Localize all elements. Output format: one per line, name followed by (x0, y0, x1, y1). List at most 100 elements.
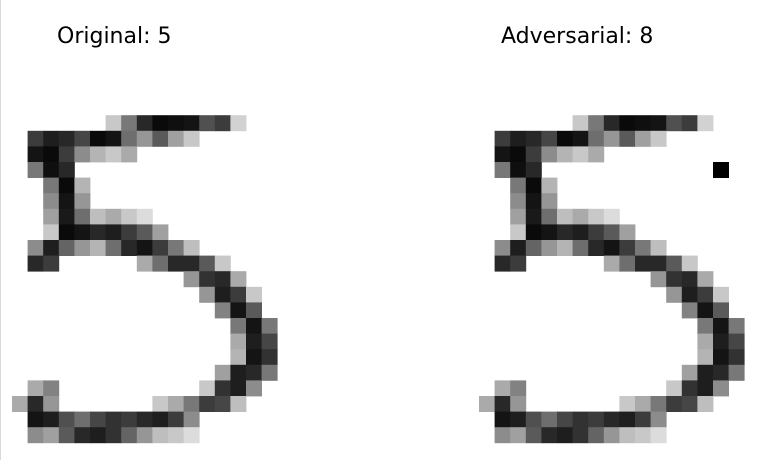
digit-pixel (510, 146, 527, 163)
digit-pixel (510, 255, 527, 272)
digit-pixel (121, 224, 138, 241)
digit-pixel (697, 396, 714, 412)
digit-pixel (619, 240, 636, 256)
digit-pixel (246, 380, 262, 397)
digit-pixel (494, 427, 511, 444)
digit-pixel (230, 333, 247, 350)
digit-pixel (697, 302, 714, 319)
digit-pixel (152, 115, 169, 132)
digit-pixel (494, 255, 511, 272)
digit-pixel (230, 396, 247, 412)
digit-pixel (246, 349, 262, 366)
digit-pixel (572, 240, 589, 256)
digit-pixel (152, 411, 169, 428)
digit-pixel (58, 130, 75, 147)
digit-pixel (136, 427, 153, 444)
digit-pixel (230, 380, 247, 397)
digit-pixel (541, 224, 558, 241)
digit-pixel (105, 208, 122, 225)
digit-pixel (74, 193, 91, 210)
digit-pixel (666, 255, 683, 272)
digit-pixel (58, 427, 75, 444)
digit-pixel (494, 130, 511, 147)
digit-pixel (152, 396, 169, 412)
digit-pixel (214, 302, 231, 319)
digit-pixel (105, 240, 122, 256)
digit-pixel (713, 302, 729, 319)
digit-pixel (557, 130, 573, 147)
digit-pixel (90, 224, 106, 241)
digit-pixel (525, 427, 542, 444)
digit-pixel (666, 286, 683, 303)
digit-pixel (121, 411, 138, 428)
original-title: Original: 5 (57, 24, 172, 49)
digit-pixel (58, 411, 75, 428)
digit-pixel (713, 318, 729, 334)
digit-pixel (635, 427, 651, 444)
digit-pixel (183, 115, 200, 132)
original-digit-image (12, 115, 278, 444)
digit-pixel (74, 427, 91, 444)
digit-pixel (183, 396, 200, 412)
digit-pixel (681, 271, 698, 288)
digit-pixel (74, 240, 91, 256)
digit-pixel (525, 177, 542, 194)
digit-pixel (105, 115, 122, 132)
digit-pixel (681, 364, 698, 381)
digit-pixel (588, 130, 605, 147)
digit-pixel (728, 349, 745, 366)
digit-pixel (58, 224, 75, 241)
digit-pixel (261, 364, 278, 381)
digit-pixel (246, 318, 262, 334)
digit-pixel (168, 130, 184, 147)
digit-pixel (199, 255, 216, 272)
digit-pixel (619, 255, 636, 272)
digit-pixel (572, 115, 589, 132)
digit-pixel (230, 318, 247, 334)
digit-pixel (199, 286, 216, 303)
digit-pixel (43, 396, 60, 412)
digit-pixel (90, 146, 106, 163)
digit-pixel (541, 193, 558, 210)
digit-pixel (666, 380, 683, 397)
digit-pixel (136, 130, 153, 147)
digit-pixel (588, 115, 605, 132)
digit-pixel (43, 255, 60, 272)
figure-left-border (0, 0, 1, 460)
digit-pixel (183, 255, 200, 272)
digit-pixel (43, 130, 60, 147)
digit-pixel (635, 115, 651, 132)
digit-pixel (603, 427, 620, 444)
digit-pixel (199, 396, 216, 412)
digit-pixel (541, 427, 558, 444)
digit-pixel (58, 193, 75, 210)
digit-pixel (603, 255, 620, 272)
digit-pixel (697, 318, 714, 334)
digit-pixel (635, 411, 651, 428)
digit-pixel (650, 240, 667, 256)
digit-pixel (697, 115, 714, 132)
digit-pixel (214, 364, 231, 381)
digit-pixel (121, 240, 138, 256)
digit-pixel (230, 364, 247, 381)
digit-pixel (635, 130, 651, 147)
digit-pixel (90, 411, 106, 428)
digit-pixel (588, 411, 605, 428)
digit-pixel (525, 224, 542, 241)
digit-pixel (697, 380, 714, 397)
digit-pixel (494, 240, 511, 256)
digit-pixel (681, 396, 698, 412)
digit-pixel (246, 286, 262, 303)
digit-pixel (230, 271, 247, 288)
digit-pixel (635, 240, 651, 256)
digit-pixel (510, 240, 527, 256)
digit-pixel (183, 130, 200, 147)
adversarial-digit-image (479, 115, 745, 444)
digit-pixel (494, 162, 511, 178)
digit-pixel (572, 427, 589, 444)
digit-pixel (199, 380, 216, 397)
digit-pixel (510, 396, 527, 412)
digit-pixel (541, 130, 558, 147)
digit-pixel (603, 208, 620, 225)
digit-pixel (603, 115, 620, 132)
